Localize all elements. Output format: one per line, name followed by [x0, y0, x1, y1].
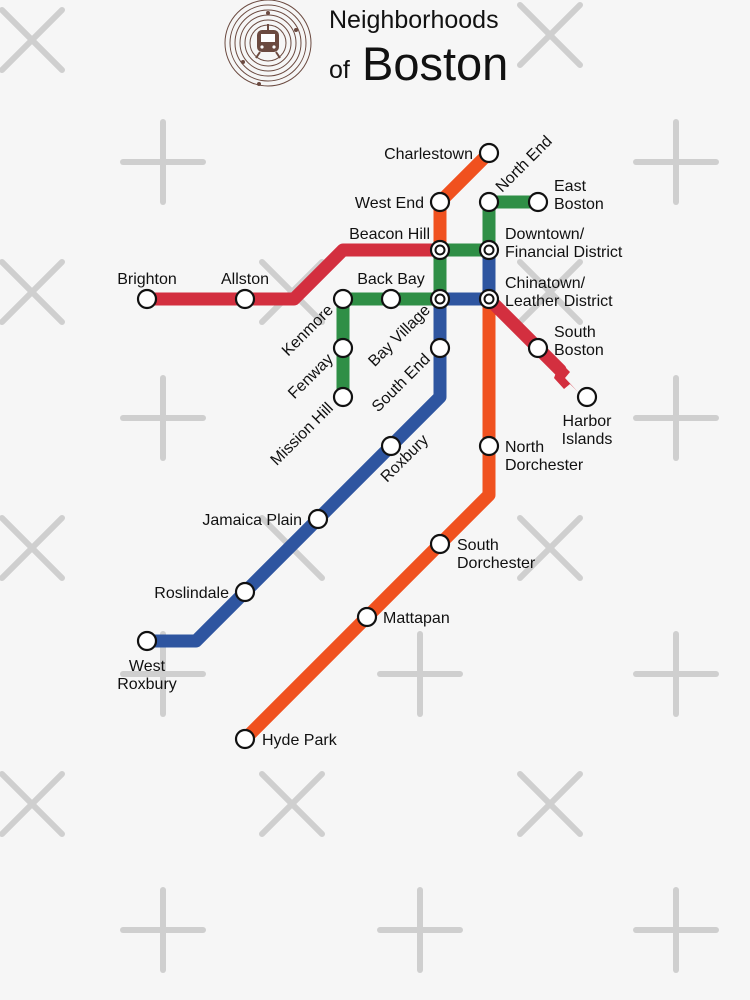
x-mark	[517, 515, 583, 581]
label-west-roxbury-2: Roxbury	[117, 676, 177, 693]
plus-mark	[633, 375, 719, 461]
label-north-dorchester-1: North	[505, 439, 544, 456]
plus-mark	[377, 887, 463, 973]
station-downtown[interactable]	[478, 239, 500, 261]
station-west-roxbury[interactable]	[136, 630, 158, 652]
label-back-bay: Back Bay	[357, 271, 425, 288]
plus-mark	[633, 119, 719, 205]
station-beacon-hill[interactable]	[429, 239, 451, 261]
station-fenway[interactable]	[332, 337, 354, 359]
x-mark	[0, 7, 65, 73]
station-south-dorchester[interactable]	[429, 533, 451, 555]
title-boston: Boston	[362, 37, 508, 90]
label-brighton: Brighton	[117, 271, 177, 288]
station-allston[interactable]	[234, 288, 256, 310]
label-downtown-1: Downtown/	[505, 226, 585, 243]
x-mark	[517, 771, 583, 837]
stations	[136, 142, 598, 750]
station-kenmore[interactable]	[332, 288, 354, 310]
label-downtown-2: Financial District	[505, 244, 623, 261]
plus-mark	[633, 887, 719, 973]
station-roslindale[interactable]	[234, 581, 256, 603]
label-mission-hill: Mission Hill	[268, 400, 337, 469]
label-roslindale: Roslindale	[154, 585, 229, 602]
logo	[224, 0, 312, 87]
station-harbor-islands[interactable]	[576, 386, 598, 408]
plus-mark	[120, 887, 206, 973]
label-west-roxbury-1: West	[129, 658, 166, 675]
station-jamaica-plain[interactable]	[307, 508, 329, 530]
label-harbor-islands-1: Harbor	[563, 413, 613, 430]
label-chinatown-1: Chinatown/	[505, 275, 586, 292]
station-hyde-park[interactable]	[234, 728, 256, 750]
plus-mark	[120, 119, 206, 205]
label-south-dorchester-1: South	[457, 537, 499, 554]
label-north-end: North End	[493, 133, 556, 196]
plus-mark	[120, 375, 206, 461]
label-jamaica-plain: Jamaica Plain	[202, 512, 302, 529]
station-back-bay[interactable]	[380, 288, 402, 310]
station-north-end[interactable]	[478, 191, 500, 213]
station-south-boston[interactable]	[527, 337, 549, 359]
station-brighton[interactable]	[136, 288, 158, 310]
label-mattapan: Mattapan	[383, 610, 450, 627]
background-pattern	[0, 2, 719, 973]
x-mark	[517, 259, 583, 325]
label-south-dorchester-2: Dorchester	[457, 555, 536, 572]
label-fenway: Fenway	[285, 351, 337, 403]
plus-mark	[633, 631, 719, 717]
label-charlestown: Charlestown	[384, 146, 473, 163]
label-west-end: West End	[355, 195, 424, 212]
station-bay-village[interactable]	[429, 288, 451, 310]
station-charlestown[interactable]	[478, 142, 500, 164]
station-chinatown[interactable]	[478, 288, 500, 310]
station-roxbury[interactable]	[380, 435, 402, 457]
x-mark	[259, 771, 325, 837]
title-of: of	[329, 56, 350, 84]
label-chinatown-2: Leather District	[505, 293, 613, 310]
trolley-icon	[255, 24, 281, 59]
station-south-end[interactable]	[429, 337, 451, 359]
label-south-boston-2: Boston	[554, 342, 604, 359]
label-hyde-park: Hyde Park	[262, 732, 338, 749]
x-mark	[0, 515, 65, 581]
station-labels: Charlestown North End West End East Bost…	[117, 133, 623, 749]
station-mattapan[interactable]	[356, 606, 378, 628]
plus-mark	[377, 631, 463, 717]
station-north-dorchester[interactable]	[478, 435, 500, 457]
label-allston: Allston	[221, 271, 269, 288]
label-east-boston-1: East	[554, 178, 587, 195]
x-mark	[0, 771, 65, 837]
station-mission-hill[interactable]	[332, 386, 354, 408]
station-east-boston[interactable]	[527, 191, 549, 213]
label-harbor-islands-2: Islands	[562, 431, 613, 448]
station-west-end[interactable]	[429, 191, 451, 213]
label-north-dorchester-2: Dorchester	[505, 457, 584, 474]
title-line1: Neighborhoods	[329, 6, 499, 34]
label-beacon-hill: Beacon Hill	[349, 226, 430, 243]
x-mark	[517, 2, 583, 68]
label-south-boston-1: South	[554, 324, 596, 341]
x-mark	[0, 259, 65, 325]
label-east-boston-2: Boston	[554, 196, 604, 213]
